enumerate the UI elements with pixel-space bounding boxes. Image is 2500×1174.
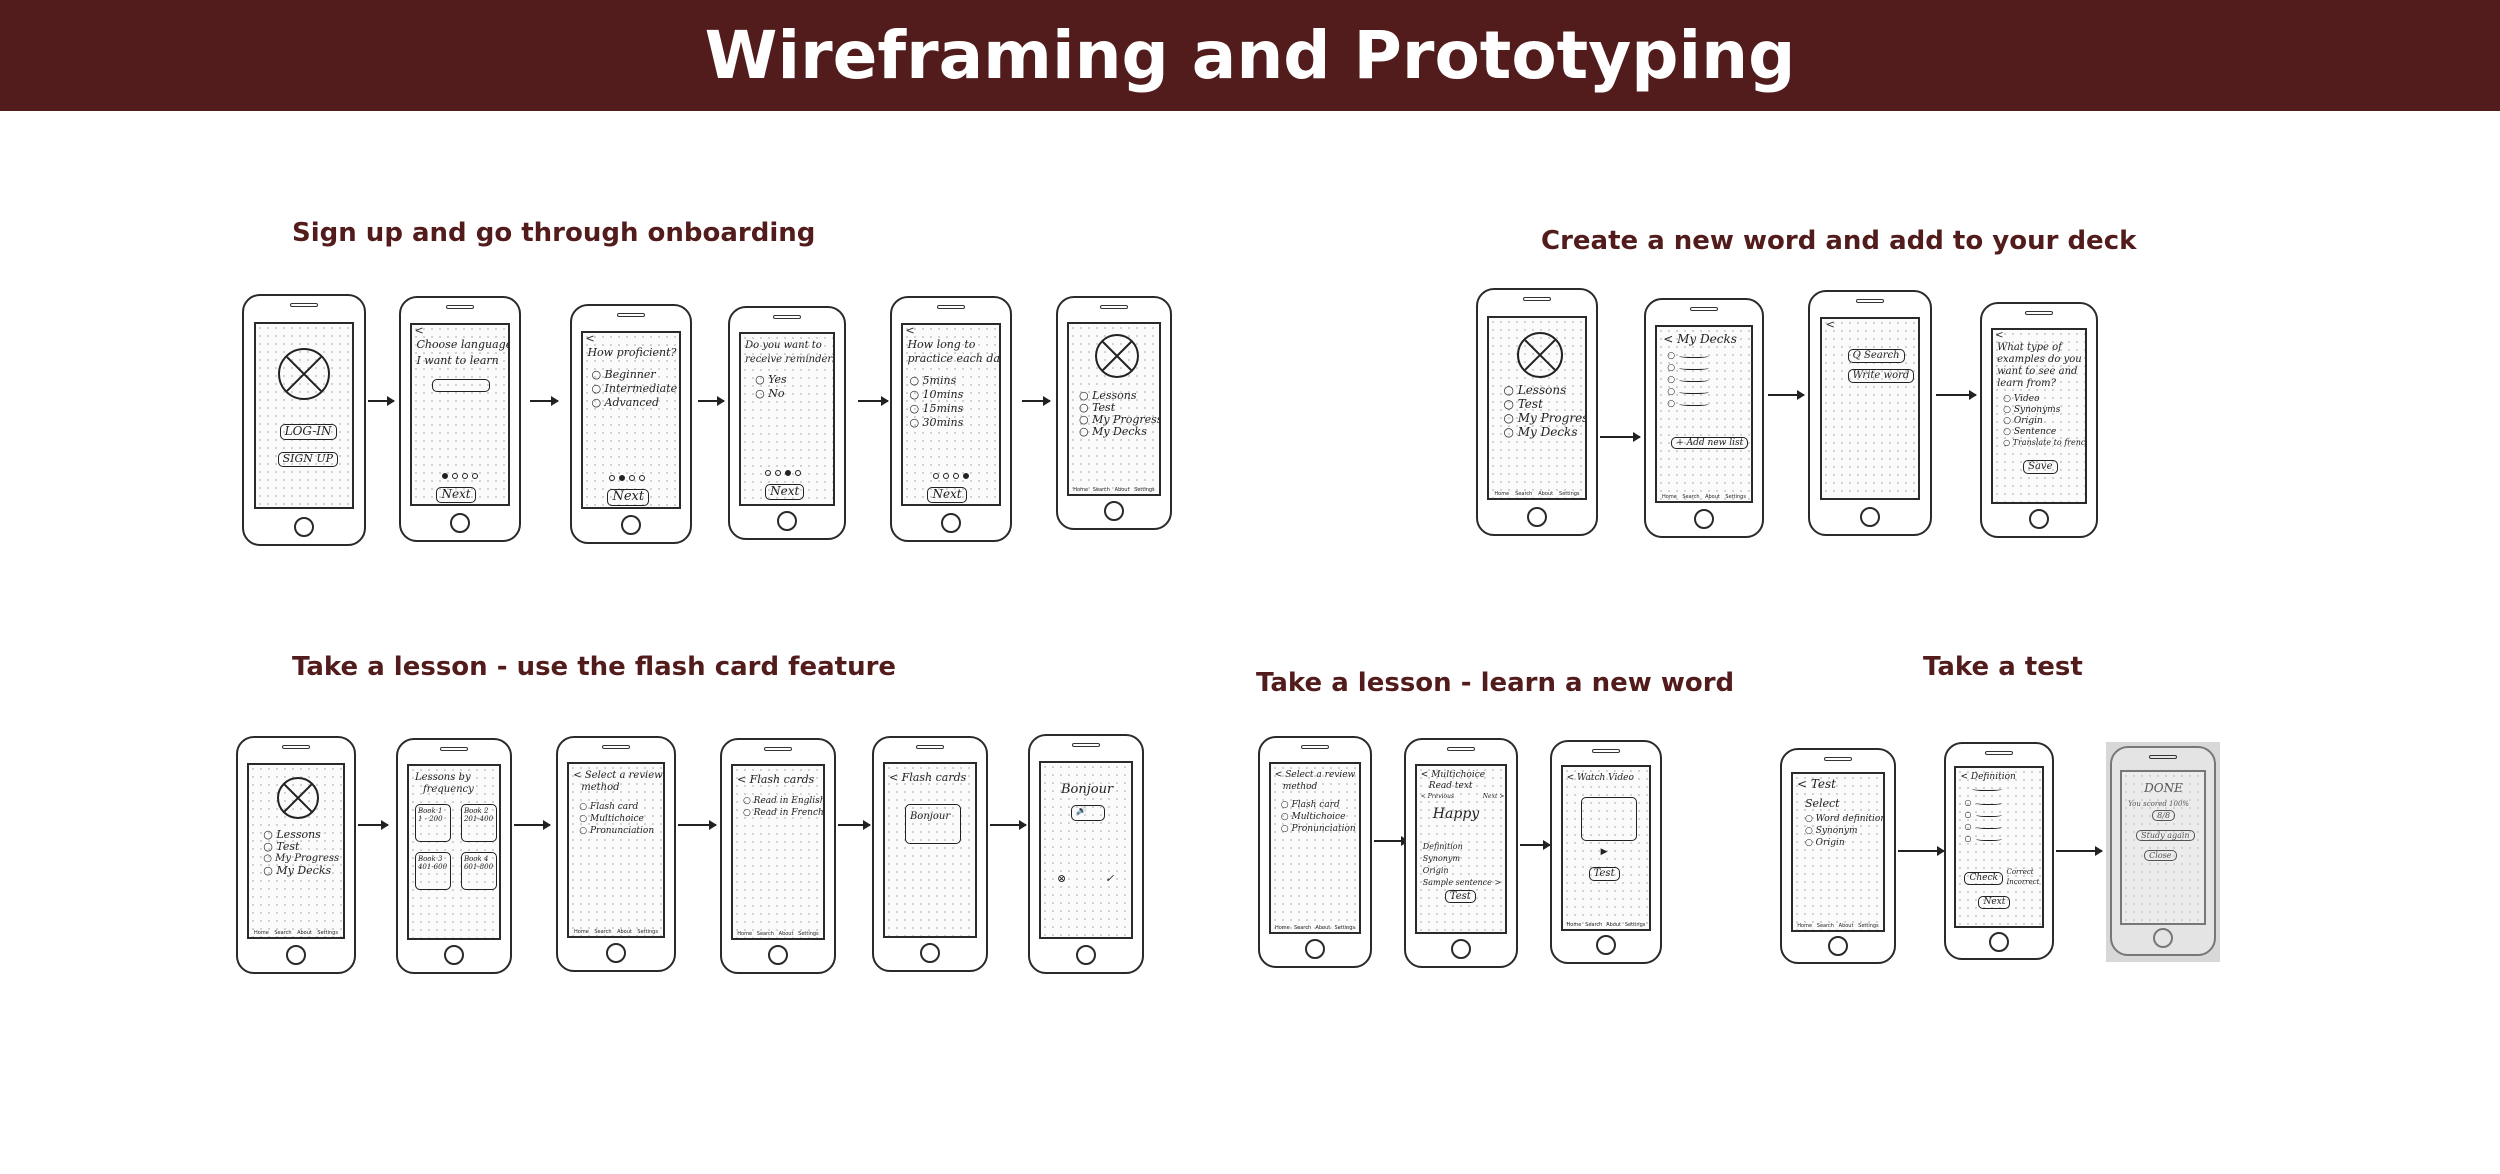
heading-learn-word: Take a lesson - learn a new word [1256,666,1734,700]
photo-done-screen: DONE You scored 100% 8/8 Study again Clo… [2106,742,2220,962]
choose-language-sketch: Choose language [416,339,509,352]
flow-arrow [990,824,1026,826]
flow-arrow [514,824,550,826]
wireframe-search-word: < Q Search Write word [1808,290,1932,536]
flow-arrow [698,400,724,402]
add-list-sketch: + Add new list [1671,437,1748,449]
wireframe-definition: < Definition ○ ○ ○ ○ Check Correct Incor… [1944,742,2054,960]
next-sketch: Next [765,484,804,500]
heading-flashcard: Take a lesson - use the flash card featu… [292,650,896,684]
flow-arrow [530,400,558,402]
search-sketch: Q Search [1848,349,1905,363]
wireframe-flash-cards: < Flash cards ○ Read in English ○ Read i… [720,738,836,974]
flow-arrow [1936,394,1976,396]
heading-test: Take a test [1923,650,2083,684]
wireframe-home: ○ Lessons ○ Test ○ My Progress ○ My Deck… [236,736,356,974]
flow-arrow [1898,850,1944,852]
flow-arrow [368,400,394,402]
wireframe-select-review: < Select a review method ○ Flash card ○ … [1258,736,1372,968]
wireframe-flash-card-back: Bonjour 🔊 ⊗ ✓ [1028,734,1144,974]
write-word-sketch: Write word [1848,369,1915,383]
wireframe-flash-card-front: < Flash cards Bonjour [872,736,988,972]
signup-sketch: SIGN UP [278,452,338,467]
login-sketch: LOG-IN [280,424,337,440]
flow-arrow [1022,400,1050,402]
wireframe-login: LOG-IN SIGN UP [242,294,366,546]
slide-title: Wireframing and Prototyping [0,0,2500,111]
flow-arrow [358,824,388,826]
learn-sketch: I want to learn [416,355,498,368]
my-decks-sketch: < My Decks [1663,333,1737,347]
next-sketch: Next [927,487,966,503]
flow-arrow [1768,394,1804,396]
wireframe-my-decks: < My Decks ○ ○ ○ ○ ○ + Add new list Home… [1644,298,1764,538]
flow-arrow [1600,436,1640,438]
heading-onboarding: Sign up and go through onboarding [292,216,815,250]
save-sketch: Save [2023,460,2057,474]
wireframe-home: ○ Lessons ○ Test ○ My Progress ○ My Deck… [1056,296,1172,530]
flow-arrow [1520,844,1550,846]
wireframe-select-review: < Select a review method ○ Flash card ○ … [556,736,676,972]
wireframe-example-type: < What type of examples do you want to s… [1980,302,2098,538]
flow-arrow [678,824,716,826]
next-sketch: Next [607,489,649,506]
wireframe-read-text: < Multichoice Read text < Previous Next … [1404,738,1518,968]
wireframe-choose-language: < Choose language I want to learn Next [399,296,521,542]
flow-arrow [838,824,870,826]
wireframe-home: ○ Lessons ○ Test ○ My Progress ○ My Deck… [1476,288,1598,536]
heading-deck: Create a new word and add to your deck [1541,224,2136,258]
flow-arrow [2056,850,2102,852]
wireframe-proficiency: < How proficient? ○ Beginner ○ Intermedi… [570,304,692,544]
next-sketch: Next [436,487,475,503]
flow-arrow [858,400,888,402]
flow-arrow [1374,840,1408,842]
wireframe-practice-time: < How long to practice each day? ○ 5mins… [890,296,1012,542]
wireframe-reminders: Do you want to receive reminders? ○ Yes … [728,306,846,540]
wireframe-test-select: < Test Select ○ Word definition ○ Synony… [1780,748,1896,964]
proficient-sketch: How proficient? [587,347,676,360]
